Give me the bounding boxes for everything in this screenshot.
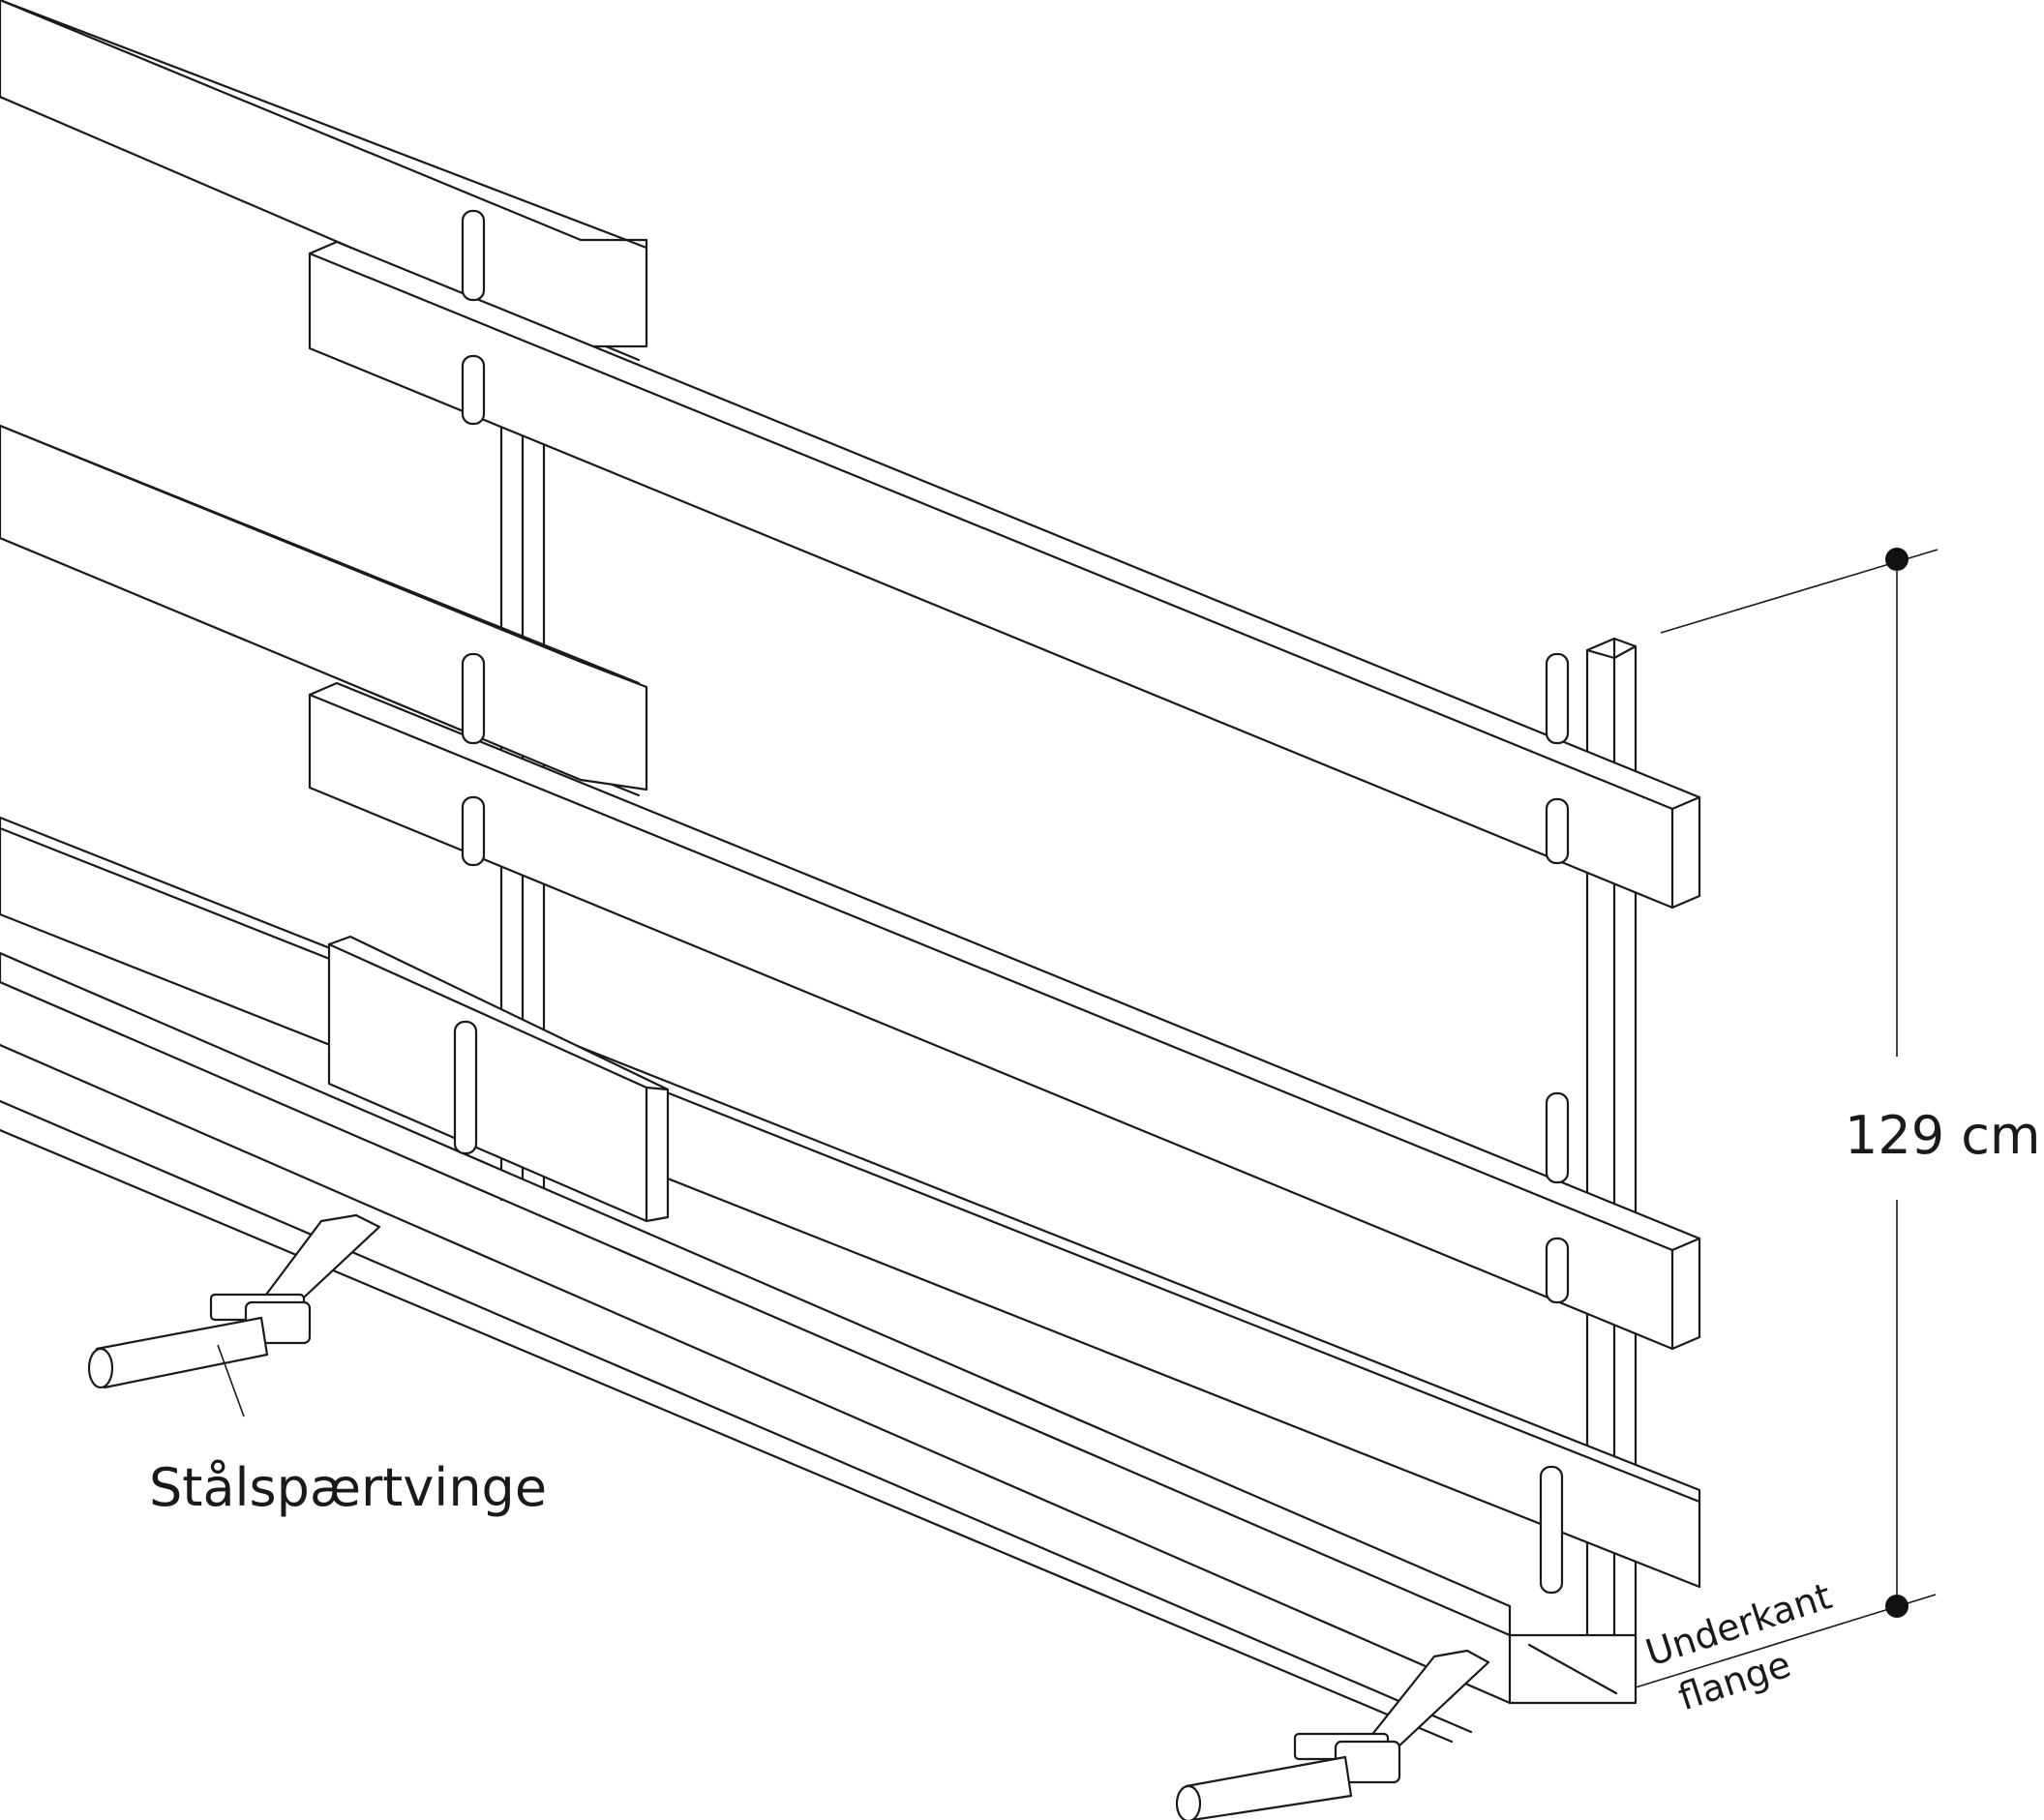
height-dimension [1635, 548, 1939, 1688]
dimension-top-dot [1885, 548, 1909, 571]
top-rail [0, 0, 1701, 910]
steel-beam [0, 951, 1512, 1744]
height-label: 129 cm [1845, 1105, 2041, 1166]
clamp-leader-line [217, 1344, 245, 1417]
lower-board [0, 816, 1701, 1589]
dimension-bottom-dot [1885, 1595, 1909, 1618]
clamp-label: Stålspærtvinge [149, 1457, 547, 1518]
left-rafter-clamp [87, 1213, 1490, 1820]
right-clamp-detail [1508, 1633, 1638, 1705]
rail-brackets [453, 209, 1570, 1595]
